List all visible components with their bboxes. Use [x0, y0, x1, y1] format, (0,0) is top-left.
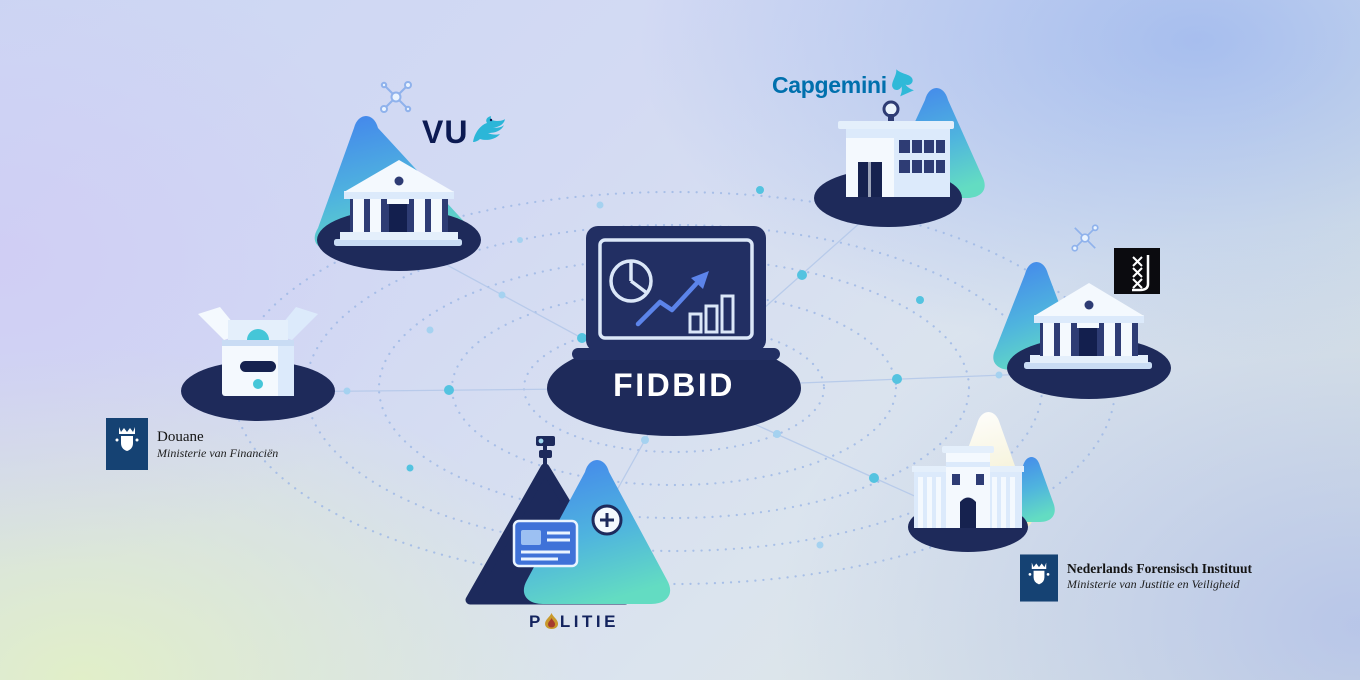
douane-name: Douane	[157, 429, 204, 445]
politie-label-start: P	[529, 612, 544, 631]
growth-arrow-icon	[635, 271, 709, 327]
nfi-logo-text: Nederlands Forensisch Instituut Minister…	[1067, 552, 1252, 592]
politie-label-end: LITIE	[559, 612, 619, 631]
politie-camera-post	[536, 436, 555, 468]
fidbid-title: FIDBID	[613, 367, 735, 403]
vu-building-illustration	[334, 160, 462, 246]
bar-chart-icon	[688, 294, 735, 334]
spade-icon	[892, 68, 914, 96]
rijksoverheid-crest-icon	[106, 418, 148, 470]
politie-id-card	[512, 519, 579, 568]
uva-building-illustration	[1024, 283, 1152, 369]
orbit-ring	[522, 322, 826, 454]
fidbid-platform	[547, 340, 801, 436]
orbit-ring	[450, 289, 898, 487]
fidbid-hub	[547, 226, 801, 436]
flame-icon	[544, 613, 558, 629]
douane-logo-text: Douane Ministerie van Financiën	[157, 418, 278, 461]
laptop-analytics-icon	[572, 226, 780, 360]
capgemini-logo-text: Capgemini	[772, 72, 887, 98]
nfi-node	[908, 412, 1055, 552]
douane-parcel-illustration	[198, 307, 318, 396]
capgemini-node	[814, 88, 985, 227]
griffin-icon	[473, 116, 506, 142]
vu-node	[314, 81, 481, 271]
compass-icon	[380, 81, 412, 113]
politie-node	[465, 436, 671, 605]
uva-node	[993, 224, 1171, 399]
pie-chart-icon	[609, 259, 653, 303]
capgemini-building-illustration	[838, 100, 954, 197]
nfi-logo: Nederlands Forensisch Instituut Minister…	[1020, 552, 1252, 604]
politie-badge-circle	[591, 504, 623, 536]
compass-icon	[1071, 224, 1099, 252]
douane-logo: Douane Ministerie van Financiën	[106, 418, 278, 470]
douane-ministry: Ministerie van Financiën	[157, 446, 279, 460]
douane-node	[181, 307, 335, 421]
vu-logo-text: VU	[422, 114, 469, 150]
vu-logo: VU	[422, 114, 506, 150]
uva-logo	[1114, 248, 1160, 294]
politie-teardrop	[523, 460, 671, 604]
nfi-building-illustration	[912, 446, 1024, 528]
nfi-name: Nederlands Forensisch Instituut	[1067, 561, 1253, 576]
politie-logo: P LITIE	[529, 612, 619, 632]
capgemini-logo: Capgemini	[772, 68, 914, 99]
orbit-ring	[377, 256, 971, 520]
rijksoverheid-crest-icon	[1020, 554, 1058, 602]
nfi-ministry: Ministerie van Justitie en Veiligheid	[1067, 577, 1240, 591]
